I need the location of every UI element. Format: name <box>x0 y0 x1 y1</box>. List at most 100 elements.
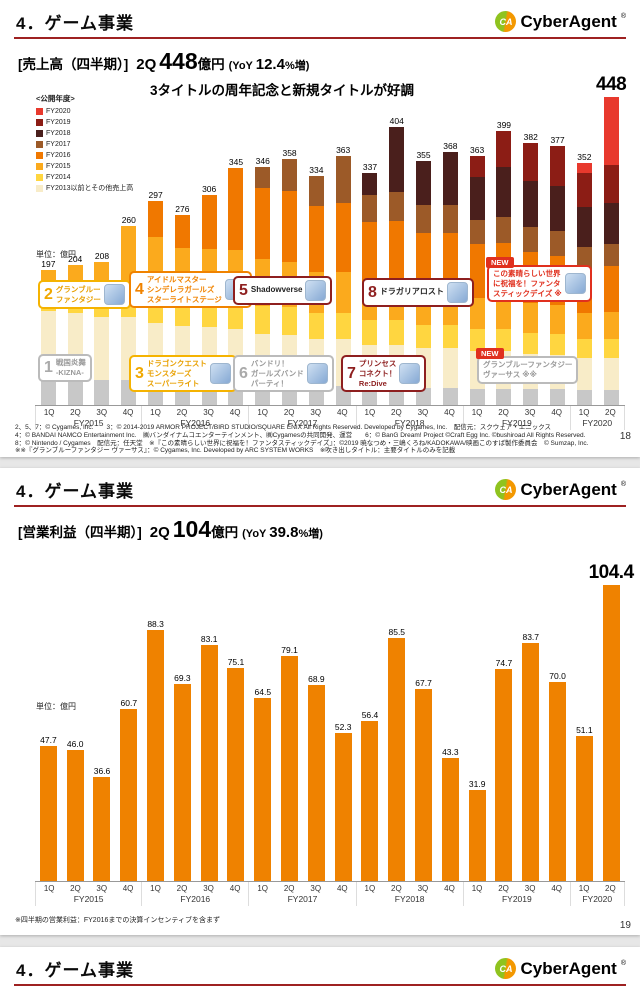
game-title-line: グランブルーファンタジー <box>483 360 573 369</box>
cyberagent-logo: CA CyberAgent ® <box>495 479 626 500</box>
bar-value-label: 75.1 <box>227 656 245 667</box>
bar-value-label: 260 <box>121 215 136 226</box>
quarter-label: 1Q <box>364 408 376 417</box>
bar-value-label: 363 <box>470 144 485 155</box>
game-title-line: Shadowverse <box>250 285 303 295</box>
bar-segment <box>576 247 592 270</box>
quarter-label: 1Q <box>257 884 268 893</box>
fy-label: FY2016 <box>180 418 211 428</box>
legend-item: FY2015 <box>36 161 133 172</box>
bar <box>254 697 272 881</box>
legend-item: FY2020 <box>36 106 133 117</box>
bar-segment <box>255 306 271 334</box>
headline-label: [営業利益（四半期）] <box>18 525 142 540</box>
quarter-label: 2Q <box>283 408 295 417</box>
bar-segment <box>335 203 351 272</box>
game-title: Shadowverse <box>251 285 303 295</box>
bar-segment <box>93 777 111 881</box>
game-icon <box>305 280 327 301</box>
bar-value-label: 46.0 <box>66 739 84 750</box>
bar-segment <box>441 758 459 881</box>
yoy-suffix: %増) <box>284 60 310 72</box>
quarter-label: 4Q <box>336 408 348 417</box>
game-title: グランブルーファンタジーヴァーサス ※※ <box>483 360 572 380</box>
bar-segment <box>469 388 485 405</box>
game-title-line: スーパーライト <box>146 378 200 388</box>
legend-swatch <box>36 108 43 115</box>
legend-item: FY2018 <box>36 128 133 139</box>
bar-segment <box>200 645 218 881</box>
bar-FY2018-3Q: 67.7 <box>410 678 437 881</box>
bar-segment <box>334 732 352 881</box>
bar-segment <box>308 313 324 340</box>
bar-value-label: 104.4 <box>588 561 635 583</box>
bar-segment <box>442 348 458 388</box>
fy-label: FY2015 <box>73 894 104 904</box>
game-title: グランブルーファンタジー <box>56 285 101 305</box>
game-title-line: パーティ！ <box>250 378 288 388</box>
bar-value-label: 208 <box>94 251 110 262</box>
game-title-line: バンドリ！ <box>250 359 289 368</box>
bar-FY2015-1Q: 47.7 <box>35 735 62 881</box>
headline-quarter: 2Q <box>136 56 157 73</box>
yoy-value: 12.4 <box>255 56 285 73</box>
footnote-line: 4：© BANDAI NAMCO Entertainment Inc. ㈱バンダ… <box>15 431 586 439</box>
cyberagent-logo-icon: CA <box>495 11 517 32</box>
bar-segment <box>282 159 298 191</box>
legend-title: <公開年度> <box>36 94 75 103</box>
bar-value-label: 64.5 <box>254 686 272 697</box>
bar-FY2018-1Q: 56.4 <box>357 710 384 881</box>
bar-segment <box>308 175 324 206</box>
game-title-line: スティックデイズ ※ <box>493 288 562 298</box>
bar <box>39 745 57 881</box>
quarter-label: 1Q <box>578 884 590 893</box>
game-icon <box>103 284 125 305</box>
quarter-label: 2Q <box>283 884 295 893</box>
cyberagent-logo-text: CyberAgent <box>520 479 617 499</box>
bar <box>388 638 406 881</box>
bar-segment <box>550 146 566 186</box>
quarter-label: 4Q <box>444 408 455 417</box>
bar <box>120 708 138 881</box>
legend-label: FY2014 <box>46 174 71 181</box>
bar-segment <box>603 244 619 267</box>
yoy-value: 39.8 <box>269 524 299 541</box>
bar-segment <box>550 305 566 335</box>
game-title: この素晴らしい世界に祝福を！ファンタスティックデイズ ※ <box>493 269 562 298</box>
bar-value-label: 88.3 <box>147 619 164 630</box>
bar-value-label: 56.4 <box>361 709 379 720</box>
bar-value-label: 337 <box>362 162 378 173</box>
bar-segment <box>603 97 619 165</box>
bar <box>361 720 379 881</box>
bar-value-label: 204 <box>68 253 83 264</box>
game-title-line: Re:Dive <box>358 378 387 388</box>
bar-segment <box>442 387 458 405</box>
bar-segment <box>307 685 325 881</box>
bar-value-label: 377 <box>550 135 565 146</box>
bar-segment <box>496 297 512 330</box>
game-title: プリンセスコネクト！Re:Dive <box>359 359 397 388</box>
bar-segment <box>603 203 619 245</box>
bar-FY2017-4Q: 52.3 <box>330 722 357 881</box>
bar-value-label: 43.3 <box>442 747 459 758</box>
game-title-line: プリンセス <box>358 359 397 368</box>
bar-value-label: 346 <box>255 156 270 167</box>
bar-FY2016-2Q: 69.3 <box>169 673 196 881</box>
fy-label: FY2017 <box>287 418 318 428</box>
bar-segment <box>550 231 566 256</box>
bar-segment <box>523 227 539 252</box>
legend-label: FY2016 <box>46 152 71 159</box>
bar-FY2017-1Q: 64.5 <box>249 687 276 881</box>
sales-subtitle: 3タイトルの周年記念と新規タイトルが好調 <box>150 83 415 98</box>
game-title-line: -KIZNA- <box>55 367 84 377</box>
bar-segment <box>576 358 592 390</box>
